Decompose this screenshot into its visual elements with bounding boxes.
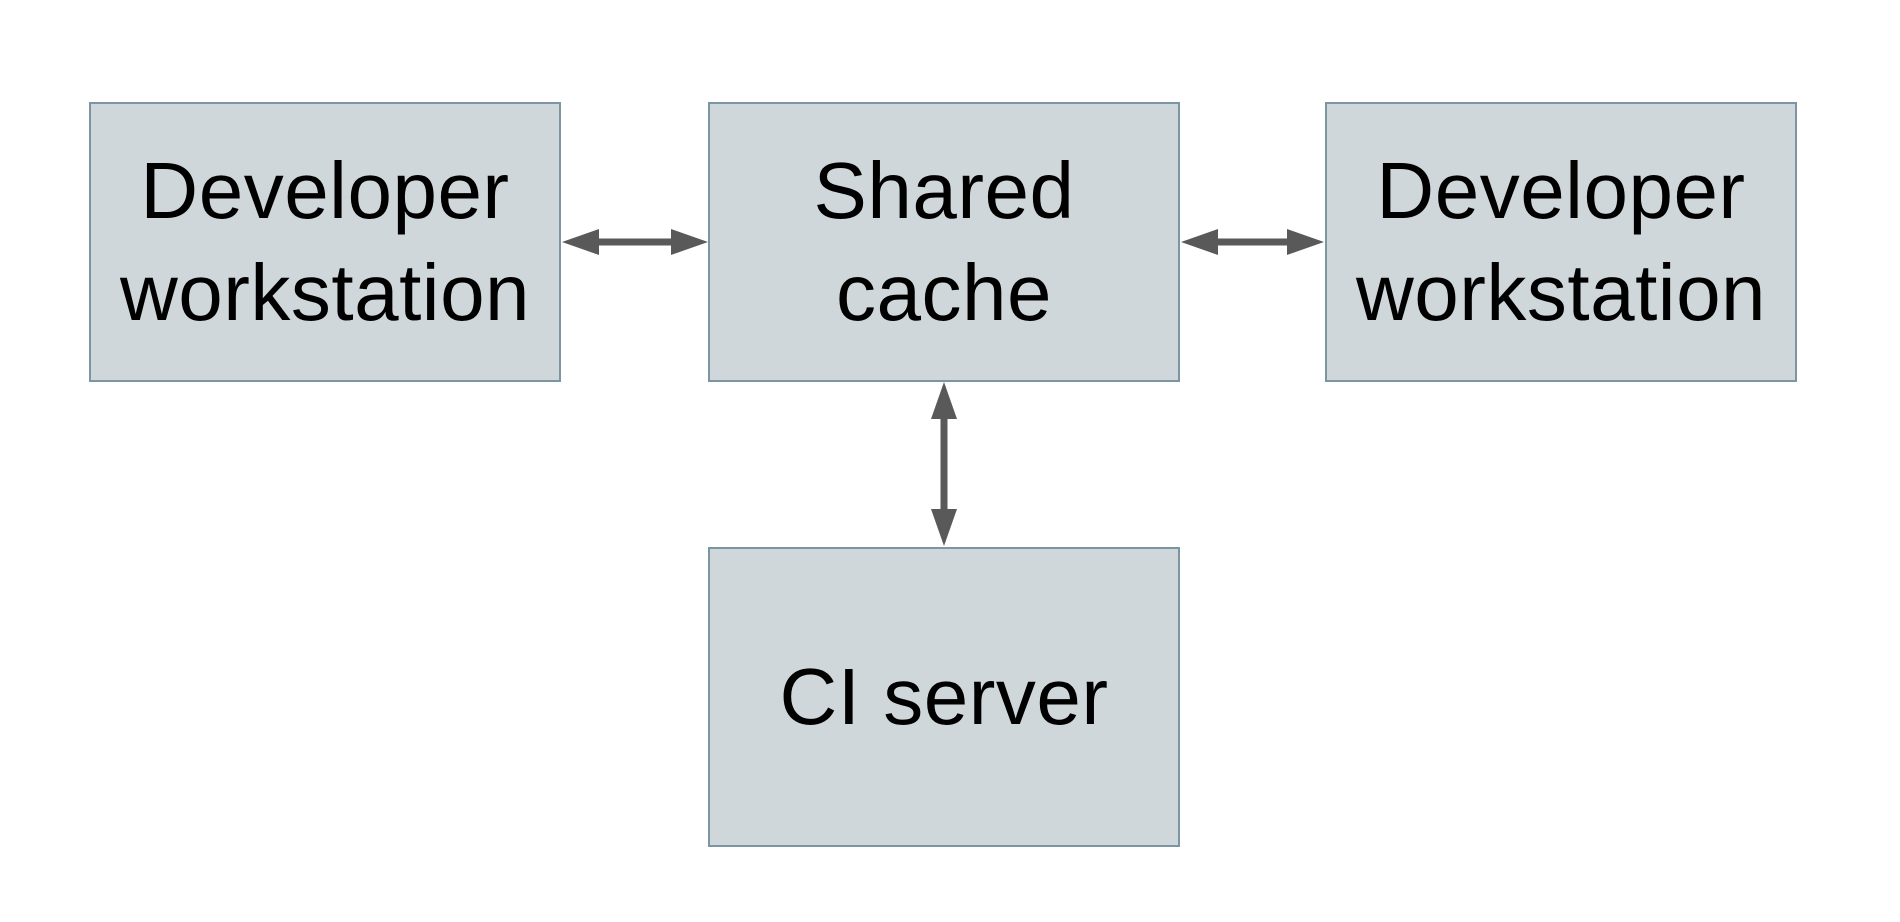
node-shared-cache-label: Shared cache — [813, 146, 1075, 337]
node-developer-workstation-left-label: Developer workstation — [119, 146, 531, 337]
node-developer-workstation-left: Developer workstation — [89, 102, 561, 382]
node-ci-server-label: CI server — [779, 652, 1109, 742]
node-ci-server: CI server — [708, 547, 1180, 847]
bidirectional-arrow-shared-cache-to-ci-server — [931, 382, 957, 546]
node-developer-workstation-right: Developer workstation — [1325, 102, 1797, 382]
node-shared-cache: Shared cache — [708, 102, 1180, 382]
bidirectional-arrow-workstation-left-to-shared-cache — [562, 229, 708, 255]
node-developer-workstation-right-label: Developer workstation — [1355, 146, 1767, 337]
bidirectional-arrow-shared-cache-to-workstation-right — [1181, 229, 1324, 255]
